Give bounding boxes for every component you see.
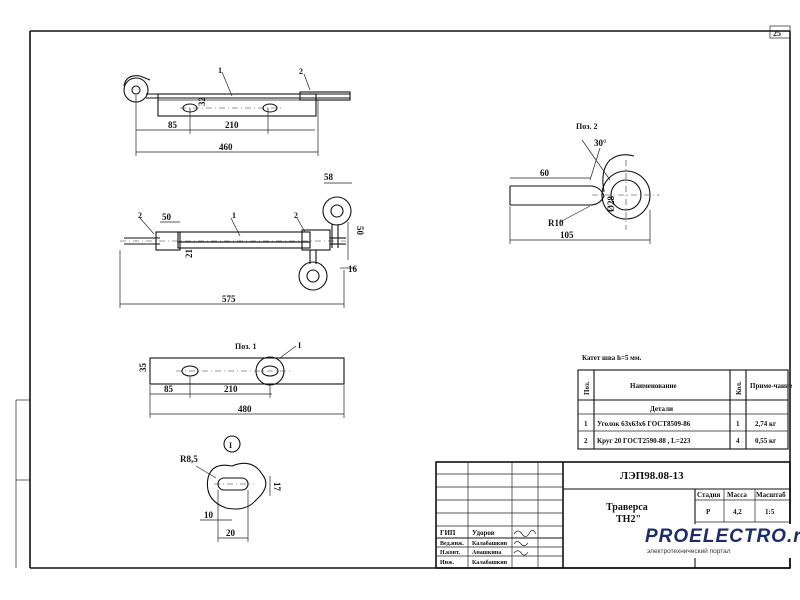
dim-58: 58 — [324, 172, 334, 182]
dim-210-pos1: 210 — [224, 384, 238, 394]
callout-2-top: 2 — [299, 67, 303, 76]
title-block: ЛЭП98.08-13 Траверса ТН2" Стадия Масса М… — [435, 461, 791, 569]
sig-role-1: ГИП — [440, 529, 456, 537]
col-stage: Стадия — [697, 491, 721, 499]
dim-85-top: 85 — [168, 120, 178, 130]
col-scale: Масштаб — [756, 491, 786, 499]
dim-30deg: 30° — [594, 138, 607, 148]
value-scale: 1:5 — [765, 508, 775, 516]
callout-1-side: 1 — [232, 211, 236, 220]
dim-85-pos1: 85 — [164, 384, 174, 394]
doc-code: ЛЭП98.08-13 — [620, 470, 684, 482]
th-note: Приме-чание — [750, 382, 792, 390]
row2-name: Круг 20 ГОСТ2590-88 , L=223 — [597, 437, 691, 445]
dim-d28: Ø28 — [606, 195, 616, 212]
doc-name-1: Траверса — [606, 502, 648, 513]
row1-name: Уголок 63х63х6 ГОСТ8509-86 — [597, 420, 691, 428]
row2-pos: 2 — [584, 437, 588, 445]
row1-pos: 1 — [584, 420, 588, 428]
dim-10: 10 — [204, 510, 214, 520]
dim-480: 480 — [238, 404, 252, 414]
pos2-title: Поз. 2 — [576, 122, 597, 131]
dim-60: 60 — [540, 168, 550, 178]
row2-qty: 4 — [736, 437, 740, 445]
side-view: 2 1 2 50 58 50 16 575 21 — [119, 172, 365, 308]
section-label: Детали — [650, 405, 673, 413]
th-name: Наименование — [630, 382, 677, 390]
dim-32: 32 — [197, 97, 207, 107]
callout-1-top: 1 — [218, 66, 222, 75]
dim-210-top: 210 — [225, 120, 239, 130]
dim-r85: R8,5 — [180, 454, 198, 464]
sig-role-3: Н.конт. — [440, 550, 460, 556]
sig-name-2: Калабашкин — [472, 540, 508, 547]
proelectro-logo[interactable]: PROELECTRO.ru электротехнический портал — [641, 524, 800, 558]
sig-role-2: Вед.инж. — [440, 541, 464, 547]
row1-note: 2,74 кг — [755, 420, 776, 428]
value-stage: Р — [706, 508, 711, 516]
th-pos: Поз. — [583, 381, 591, 395]
dim-575: 575 — [222, 294, 236, 304]
dim-460: 460 — [219, 142, 233, 152]
dim-21: 21 — [184, 249, 194, 259]
callout-2-side-right: 2 — [294, 211, 298, 220]
row2-note: 0,55 кг — [755, 437, 776, 445]
pos2-view: Поз. 2 60 30° R10 105 Ø28 — [509, 122, 660, 244]
dim-r10: R10 — [548, 218, 564, 228]
doc-name-2: ТН2" — [616, 514, 641, 525]
drawing-frame: 25 — [15, 25, 791, 569]
sig-name-1: Удоров — [472, 529, 495, 537]
dim-17: 17 — [272, 482, 282, 492]
sig-role-4: Инж. — [440, 560, 454, 566]
weld-note: Катет шва h=5 мм. — [582, 354, 642, 362]
dim-50-vert: 50 — [355, 226, 365, 236]
dim-50-side: 50 — [162, 212, 172, 222]
dim-105: 105 — [560, 230, 574, 240]
detail-view: I R8,5 17 10 20 — [180, 435, 282, 542]
dim-35: 35 — [138, 363, 148, 373]
th-qty: Кол. — [735, 381, 743, 395]
detail-label: I — [229, 441, 232, 450]
dim-20: 20 — [226, 528, 236, 538]
dim-16: 16 — [348, 264, 358, 274]
spec-table: Катет шва h=5 мм. Поз. Наименование Кол.… — [577, 354, 792, 450]
pos1-title: Поз. 1 — [235, 342, 256, 351]
sig-name-4: Калабашкин — [472, 559, 508, 566]
page-number: 25 — [773, 29, 781, 38]
pos1-view: Поз. 1 I 85 210 480 35 — [138, 341, 345, 418]
logo-text: PROELECTRO.ru — [645, 526, 800, 547]
logo-subtitle: электротехнический портал — [647, 548, 731, 555]
row1-qty: 1 — [736, 420, 740, 428]
value-mass: 4,2 — [733, 508, 742, 516]
col-mass: Масса — [727, 491, 747, 499]
callout-2-side-left: 2 — [138, 211, 142, 220]
top-view: 1 2 85 210 460 32 — [123, 66, 351, 156]
callout-detail-1: I — [298, 341, 301, 350]
sig-name-3: Анашкина — [472, 550, 501, 556]
